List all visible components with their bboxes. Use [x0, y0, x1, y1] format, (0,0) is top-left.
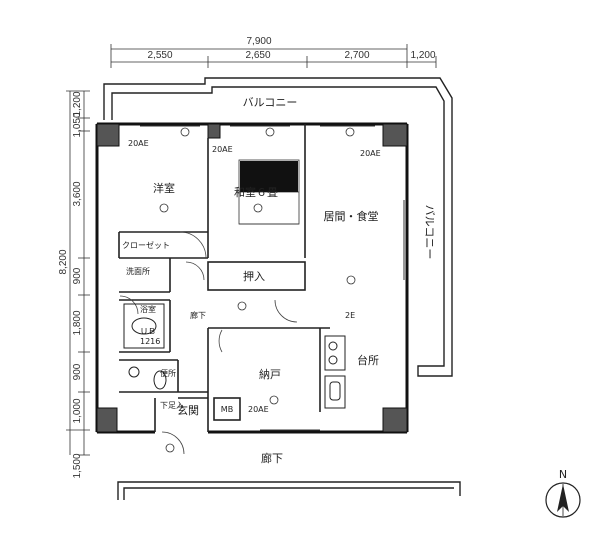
window-marks — [140, 125, 405, 431]
dim-top-2: 2,650 — [245, 50, 270, 61]
dim-left-1: 1,200 — [72, 91, 83, 116]
north-label: N — [559, 468, 567, 481]
dim-total-height: 8,200 — [58, 249, 69, 274]
room-hallway-inner: 廊下 — [190, 310, 206, 320]
room-unit-bath: ＵＢ — [140, 327, 156, 336]
room-oshiire: 押入 — [243, 269, 265, 283]
room-balcony-top: バルコニー — [243, 96, 298, 109]
room-entrance: 玄関 — [177, 403, 199, 417]
dim-left-8: 1,500 — [72, 453, 83, 478]
dim-left-2: 1,050 — [72, 112, 83, 137]
room-unit-bath-size: 1216 — [140, 337, 160, 346]
dim-total-width: 7,900 — [246, 36, 271, 47]
dim-left-7: 1,000 — [72, 398, 83, 423]
top-dimension-lines — [110, 44, 437, 68]
dim-top-4: 1,200 — [410, 50, 435, 61]
corridor-wall — [117, 481, 461, 500]
left-dimension-lines — [66, 90, 90, 456]
meter-box-label: MB — [221, 405, 233, 414]
north-arrow-icon — [545, 482, 581, 518]
tatami-dark-mat — [240, 161, 298, 192]
columns — [96, 123, 408, 433]
dim-left-4: 900 — [72, 267, 83, 284]
room-western: 洋室 — [153, 181, 175, 195]
room-kitchen: 台所 — [357, 353, 379, 367]
room-balcony-right: バルコニー — [423, 205, 436, 260]
room-corridor: 廊下 — [261, 451, 283, 465]
room-living-dining: 居間・食堂 — [324, 209, 379, 223]
bath-fixtures — [123, 303, 167, 390]
dim-left-5: 1,800 — [72, 310, 83, 335]
room-toilet: 便所 — [160, 368, 176, 378]
fixture-symbols — [159, 127, 356, 453]
ac-label-3: 20AE — [360, 149, 381, 158]
room-storage: 納戸 — [259, 368, 281, 381]
dim-left-3: 3,600 — [72, 181, 83, 206]
exterior-walls — [95, 122, 409, 434]
dim-top-1: 2,550 — [147, 50, 172, 61]
room-japanese: 和室６畳 — [234, 185, 278, 199]
room-washroom: 洗面所 — [126, 266, 150, 276]
dim-top-3: 2,700 — [344, 50, 369, 61]
kitchen-fixtures — [324, 335, 346, 409]
balcony-outline — [103, 77, 453, 377]
room-bath: 浴室 — [140, 304, 156, 314]
ac-label-4: 20AE — [248, 405, 269, 414]
outlet-2e-label: 2E — [345, 311, 355, 320]
dim-left-6: 900 — [72, 363, 83, 380]
ac-label-1: 20AE — [128, 139, 149, 148]
ac-label-2: 20AE — [212, 145, 233, 154]
room-closet: クローゼット — [122, 240, 170, 250]
interior-walls — [118, 124, 330, 432]
shoe-box-label: 下足入 — [160, 401, 184, 410]
door-swings — [119, 231, 298, 455]
